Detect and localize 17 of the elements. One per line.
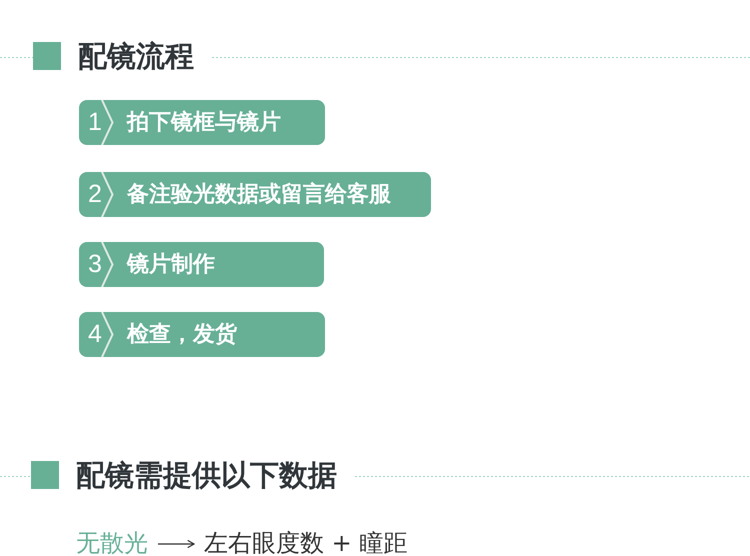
step-pill <box>79 242 324 287</box>
step-label: 备注验光数据或留言给客服 <box>127 180 391 209</box>
step-number: 1 <box>87 107 103 138</box>
step-pill <box>79 312 325 357</box>
section-heading: 配镜需提供以下数据 <box>76 458 337 492</box>
step-pill <box>79 100 325 145</box>
highlight-text: 无散光 <box>76 528 158 556</box>
step-label: 拍下镜框与镜片 <box>127 109 281 137</box>
step-number: 2 <box>87 179 103 210</box>
step-number: 3 <box>87 249 103 280</box>
result-text: 左右眼度数 + 瞳距 <box>194 528 408 556</box>
section-heading: 配镜流程 <box>78 39 194 73</box>
arrow <box>158 540 195 548</box>
step-label: 镜片制作 <box>127 251 215 279</box>
step-label: 检查，发货 <box>127 321 237 349</box>
step-number: 4 <box>87 319 103 350</box>
step-pill <box>79 172 431 217</box>
